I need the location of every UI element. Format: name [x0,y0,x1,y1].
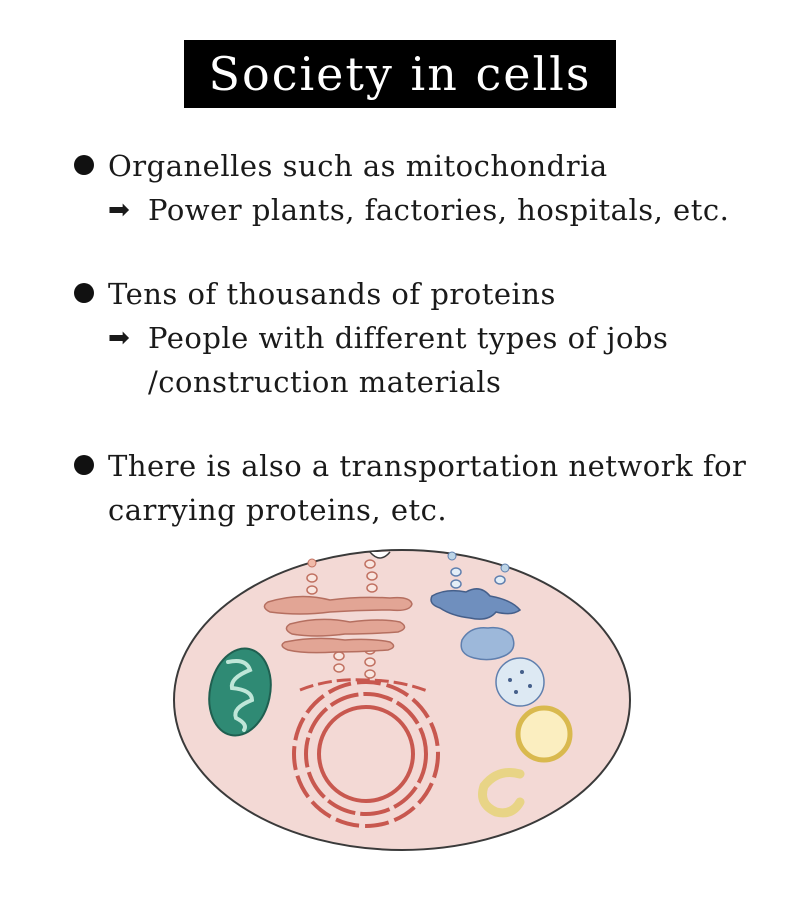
bullet-subtext: Power plants, factories, hospitals, etc. [148,193,730,227]
right-arrow-icon: ➡ [108,195,131,225]
vesicle-blob-blue [460,626,515,661]
membrane-vesicle [447,551,457,561]
bullet-text-line2: carrying proteins, etc. [108,493,448,527]
mitochondrion-cristae [226,659,255,732]
vesicle-trail-blue [450,567,506,589]
endoplasmic-body-blue [430,588,522,620]
golgi-apparatus [263,595,413,654]
bullet-item-transport: There is also a transportation network f… [72,444,772,532]
vesicle-trail-golgi [306,559,378,679]
vesicle-yellow [515,705,573,763]
bullet-subtext-line1: People with different types of jobs [148,321,669,355]
bullet-text: Organelles such as mitochondria [108,149,608,183]
bullet-subtext-line2: /construction materials [148,365,502,399]
cell-illustration [0,540,800,860]
right-arrow-icon: ➡ [108,323,131,353]
membrane-vesicle [500,563,510,573]
bullet-item-organelles: Organelles such as mitochondria ➡ Power … [72,144,772,232]
membrane-vesicle [307,558,317,568]
bullet-text-line1: There is also a transportation network f… [108,449,747,483]
title-banner: Society in cells [184,40,616,108]
page-title: Society in cells [208,47,592,101]
er-arc [299,678,431,694]
cell-diagram [173,549,631,851]
bullet-dot-icon [74,155,94,175]
bullet-subitem: ➡ People with different types of jobs /c… [108,316,772,404]
mitochondrion [208,647,272,737]
bullet-text: Tens of thousands of proteins [108,277,556,311]
lysosome-dots [508,670,532,694]
bullet-dot-icon [74,455,94,475]
bullet-dot-icon [74,283,94,303]
bullet-subitem: ➡ Power plants, factories, hospitals, et… [108,188,772,232]
bullet-list: Organelles such as mitochondria ➡ Power … [72,144,772,532]
bullet-item-proteins: Tens of thousands of proteins ➡ People w… [72,272,772,404]
nucleus [292,680,440,828]
vesicle-yellow-open [478,768,525,818]
membrane-pit [369,551,391,559]
lysosome [495,657,545,707]
